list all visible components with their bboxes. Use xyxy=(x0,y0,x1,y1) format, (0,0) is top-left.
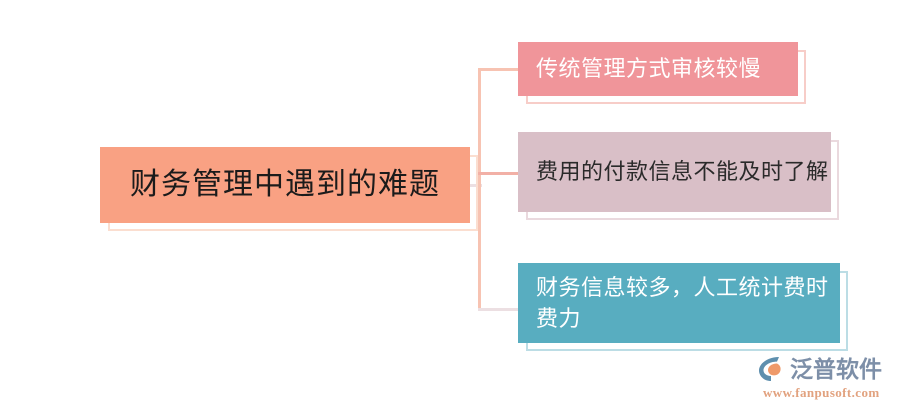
branch-node-2[interactable]: 费用的付款信息不能及时了解 xyxy=(518,132,831,212)
connector-trunk xyxy=(478,68,481,311)
branch-node-1-label: 传统管理方式审核较慢 xyxy=(536,56,762,82)
root-node-label: 财务管理中遇到的难题 xyxy=(130,168,440,202)
watermark-logo: 泛普软件 www.fanpusoft.com xyxy=(757,355,897,405)
connector-branch-3 xyxy=(478,308,520,311)
branch-node-3-label: 财务信息较多，人工统计费时费力 xyxy=(536,274,829,331)
root-node[interactable]: 财务管理中遇到的难题 xyxy=(100,147,470,223)
branch-node-2-label: 费用的付款信息不能及时了解 xyxy=(536,159,829,185)
branch-node-1[interactable]: 传统管理方式审核较慢 xyxy=(518,42,798,96)
connector-branch-1 xyxy=(478,68,520,71)
watermark-brand-text: 泛普软件 xyxy=(790,355,882,382)
watermark-url: www.fanpusoft.com xyxy=(763,385,880,400)
branch-node-3[interactable]: 财务信息较多，人工统计费时费力 xyxy=(518,263,840,343)
watermark-brand-row: 泛普软件 xyxy=(757,355,897,383)
connector-branch-2 xyxy=(478,172,520,175)
fanpu-logo-icon xyxy=(757,355,787,383)
